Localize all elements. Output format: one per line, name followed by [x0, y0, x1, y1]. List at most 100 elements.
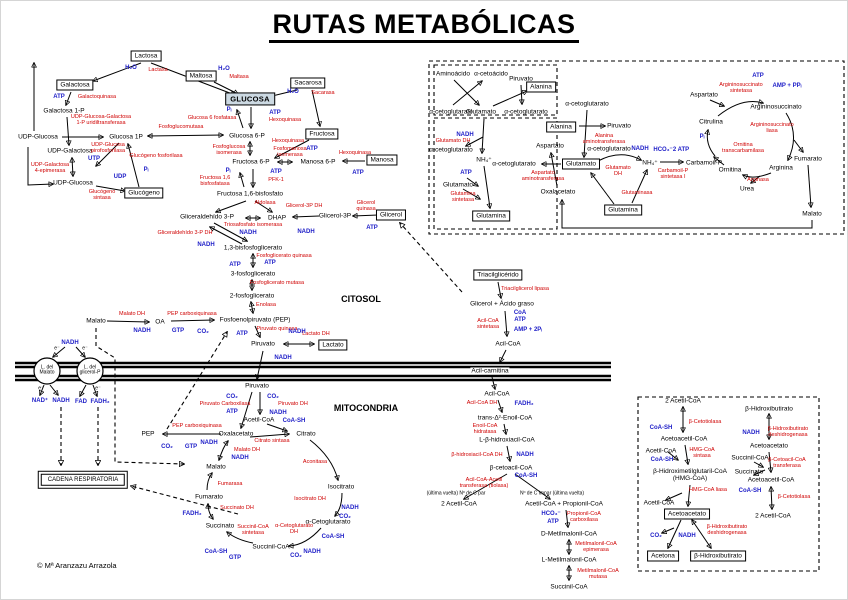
label-argininosuccinato: Argininosuccinato [750, 103, 802, 111]
label-oa: OA [155, 318, 165, 326]
label-udp-glucosa: UDP-Glucosa [53, 179, 93, 187]
label-oxalacetato: Oxalacetato [218, 430, 254, 438]
enzyme-fosfoglucomutasa: Fosfoglucomutasa [158, 124, 204, 131]
enzyme-fosfoglicerato-mutasa: Fosfoglicerato mutasa [249, 280, 305, 287]
label-manosa-6-p: Manosa 6-P [300, 158, 336, 166]
label-1-3-bisfosfoglicerato: 1,3-bisfosfoglicerato [223, 244, 283, 252]
cofactor-fadh: FADH₂ [514, 400, 534, 407]
label-glutamato: Glutamato [466, 108, 496, 116]
copyright: © Mª Aranzazu Arrazola [37, 561, 117, 570]
label-2-acetil-coa: 2 Acetil-CoA [755, 512, 791, 520]
enzyme-pfk-1: PFK-1 [268, 177, 284, 184]
enzyme-aconitasa: Aconitasa [302, 459, 328, 466]
label-acetil-coa: Acetil-CoA [645, 447, 677, 455]
enzyme-udp-galactosa-4-epimerasa: UDP-Galactosa 4-epimerasa [30, 162, 70, 174]
label-3-fosfoglicerato: 3-fosfoglicerato [230, 270, 276, 278]
enzyme-aspartato-aminotransferasa: Aspartato aminotransferasa [521, 170, 565, 182]
cofactor-coa-sh: CoA-SH [321, 533, 345, 540]
label-ornitina: Ornitina [718, 166, 742, 174]
cofactor-utp: UTP [88, 155, 100, 162]
label-acetil-coa: Acetil-CoA [243, 416, 275, 424]
label-acetil-coa-propionil-coa: Acetil-CoA + Propionil-CoA [525, 500, 603, 508]
label-cetoglutarato: α-cetoglutarato [587, 145, 631, 153]
enzyme-metilmalonil-coa-epimerasa: Metilmalonil-CoA epimerasa [575, 541, 617, 553]
cofactor-udp: UDP [113, 173, 127, 180]
label-citrato: Citrato [296, 430, 316, 438]
cofactor-nadh: NADH [297, 228, 315, 235]
metabolite-box-triacilglicerido: Triacilglicérido [473, 269, 523, 281]
metabolite-box-sacarosa: Sacarosa [290, 77, 326, 89]
enzyme-triacilglicerol-lipasa: Triacilglicerol lipasa [501, 286, 549, 293]
arrows [27, 63, 812, 580]
enzyme-hexoquinasa: Hexoquinasa [271, 138, 305, 145]
enzyme-acil-coa-sintetasa: Acil-CoA sintetasa [476, 318, 500, 330]
cofactor-hco: HCO₃⁻ [541, 510, 561, 517]
glucose-box-glucosa: GLUCOSA [225, 92, 275, 106]
label-cetoglutarato: α-cetoglutarato [429, 146, 473, 154]
cofactor-nadh: NADH [239, 229, 257, 236]
enzyme-maltasa: Maltasa [229, 74, 249, 81]
cofactor-co: CO₂ [267, 393, 279, 400]
cofactor-atp: ATP [752, 72, 764, 79]
label-acil-carnitina: Acil-carnitina [470, 367, 510, 375]
enzyme-cetotiolasa: β-Cetotiolasa [777, 494, 811, 501]
cofactor-nadh: NADH [631, 145, 649, 152]
enzyme-lactasa: Lactasa [148, 67, 168, 74]
cofactor-h-o: H₂O [218, 65, 230, 72]
enzyme-malato-dh: Malato DH [119, 311, 145, 318]
label-2-fosfoglicerato: 2-fosfoglicerato [229, 292, 275, 300]
metabolite-box-acetoacetato: Acetoacetato [664, 508, 710, 520]
small-label-e: e⁻ [82, 345, 88, 352]
enzyme-udp-glucosa-galactosa-1-p-uridiltransfer: UDP-Glucosa-Galactosa 1-P uridiltransfer… [70, 114, 132, 126]
cofactor-atp: ATP [229, 261, 241, 268]
enzyme-aldolasa: Aldolasa [254, 200, 276, 207]
section-label-citosol: CITOSOL [341, 294, 381, 305]
label-2-acetil-coa: 2 Acetil-CoA [665, 397, 701, 405]
cofactor-nadh: NADH [133, 327, 151, 334]
enzyme-hmg-coa-liasa: HMG-CoA liasa [689, 487, 727, 494]
cofactor-p: Pᵢ [225, 167, 231, 174]
label-gliceraldehido-3-p: Gliceraldehído 3-P [180, 213, 234, 221]
enzyme-hidroxibutirato-deshidrogenasa: β-Hidroxibutirato deshidrogenasa [706, 524, 748, 536]
enzyme-glutamato-dh: Glutamato DH [605, 165, 631, 177]
enzyme-hexoquinasa: Hexoquinasa [338, 150, 372, 157]
metabolite-box-alanina: Alanina [546, 121, 576, 133]
metabolite-box-alanina: Alanina [526, 81, 556, 93]
cofactor-nadh: NADH [274, 354, 292, 361]
enzyme-acil-coa-dh: Acil-CoA DH [466, 400, 498, 407]
enzyme-cetoacil-coa-transferasa: β-Cetoacil-CoA transferasa [768, 457, 806, 469]
label-galactosa-1-p: Galactosa 1-P [43, 107, 85, 115]
enzyme-pep-carboxiquinasa: PEP carboxiquinasa [172, 423, 222, 430]
label-piruvato: Piruvato [509, 75, 533, 83]
label-malato: Malato [86, 317, 106, 325]
enzyme-fumarasa: Fumarasa [217, 481, 243, 488]
label-acil-coa: Acil-CoA [495, 340, 521, 348]
label-cetoglutarato: α-cetoglutarato [429, 108, 473, 116]
enzyme-glutamina-sintetasa: Glutamina sintetasa [450, 191, 476, 203]
label-d-metilmalonil-coa: D-Metilmalonil-CoA [541, 530, 597, 538]
metabolite-box-glutamato: Glutamato [562, 158, 600, 170]
enzyme-metilmalonil-coa-mutasa: Metilmalonil-CoA mutasa [577, 568, 619, 580]
section-label-mitocondria: MITOCONDRIA [333, 403, 399, 414]
label-acil-coa: Acil-CoA [484, 390, 510, 398]
cofactor-atp: ATP [352, 169, 364, 176]
small-label-e: e⁻ [54, 345, 60, 352]
cofactor-nadh: NADH [678, 532, 696, 539]
cofactor-nadh: NADH [269, 409, 287, 416]
cofactor-nadh: NADH [303, 548, 321, 555]
cofactor-h-o: H₂O [125, 64, 137, 71]
label-hidroxibutirato: β-Hidroxibutirato [745, 405, 793, 413]
enzyme-glucogeno-fosforilasa: Glucógeno fosforilasa [129, 153, 183, 160]
metabolite-box-acetona: Acetona [647, 550, 679, 562]
label-acetoacetil-coa: Acetoacetil-CoA [660, 435, 708, 443]
cofactor-amp-pp: AMP + PPᵢ [772, 82, 802, 89]
label-cetoglutarato: α-Cetoglutarato [305, 518, 351, 526]
enzyme-cetoglutarato-dh: α-Cetoglutarato DH [274, 523, 314, 535]
enzyme-fosfoglicerato-quinasa: Fosfoglicerato quinasa [256, 253, 312, 260]
cofactor-nadh: NADH [516, 451, 534, 458]
cofactor-hco: HCO₃⁻ [653, 146, 673, 153]
label-hidroximetilglutaril-coa-hmg-coa: β-Hidroximetilglutaril-CoA (HMG-CoA) [653, 467, 727, 482]
small-label-n-de-c-impar-ultima-vuelta: Nº de C impar (última vuelta) [519, 490, 585, 497]
metabolite-box-galactosa: Galactosa [56, 79, 94, 91]
cofactor-nadh: NADH [341, 504, 359, 511]
